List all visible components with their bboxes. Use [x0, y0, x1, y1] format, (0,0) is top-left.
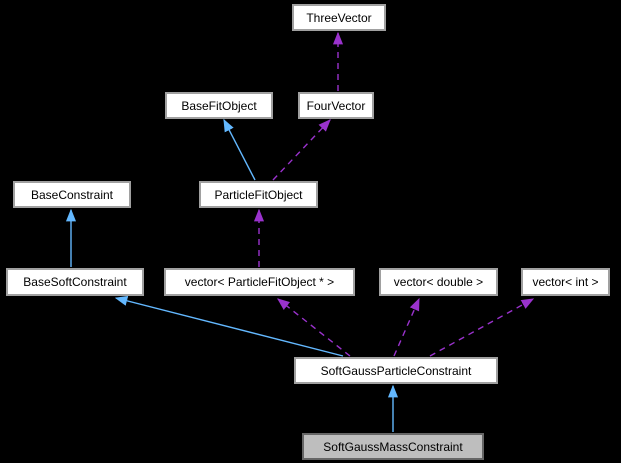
node-fourvector[interactable]: FourVector: [298, 92, 374, 119]
node-particlefitobject[interactable]: ParticleFitObject: [199, 181, 318, 208]
edge-softgaussparticle-to-vectorpfo: [277, 298, 351, 357]
edge-softgaussparticle-to-basesoftconstraint: [114, 295, 344, 357]
node-baseconstraint[interactable]: BaseConstraint: [13, 181, 131, 208]
edge-softgaussparticle-to-vectordouble: [393, 297, 420, 357]
edge-particlefitobject-to-fourvector: [272, 119, 331, 181]
edge-softgaussparticle-to-vectorint: [429, 298, 535, 357]
node-softgaussmassconstraint-current: SoftGaussMassConstraint: [302, 433, 484, 460]
node-vector-double[interactable]: vector< double >: [379, 268, 498, 296]
node-threevector[interactable]: ThreeVector: [292, 4, 386, 31]
node-basefitobject[interactable]: BaseFitObject: [165, 92, 273, 119]
node-vector-int[interactable]: vector< int >: [521, 268, 610, 296]
node-softgaussparticleconstraint[interactable]: SoftGaussParticleConstraint: [294, 357, 498, 384]
node-vector-particlefitobject-ptr[interactable]: vector< ParticleFitObject * >: [164, 268, 355, 296]
node-basesoftconstraint[interactable]: BaseSoftConstraint: [6, 268, 144, 296]
edge-particlefitobject-to-basefitobject: [223, 118, 256, 181]
